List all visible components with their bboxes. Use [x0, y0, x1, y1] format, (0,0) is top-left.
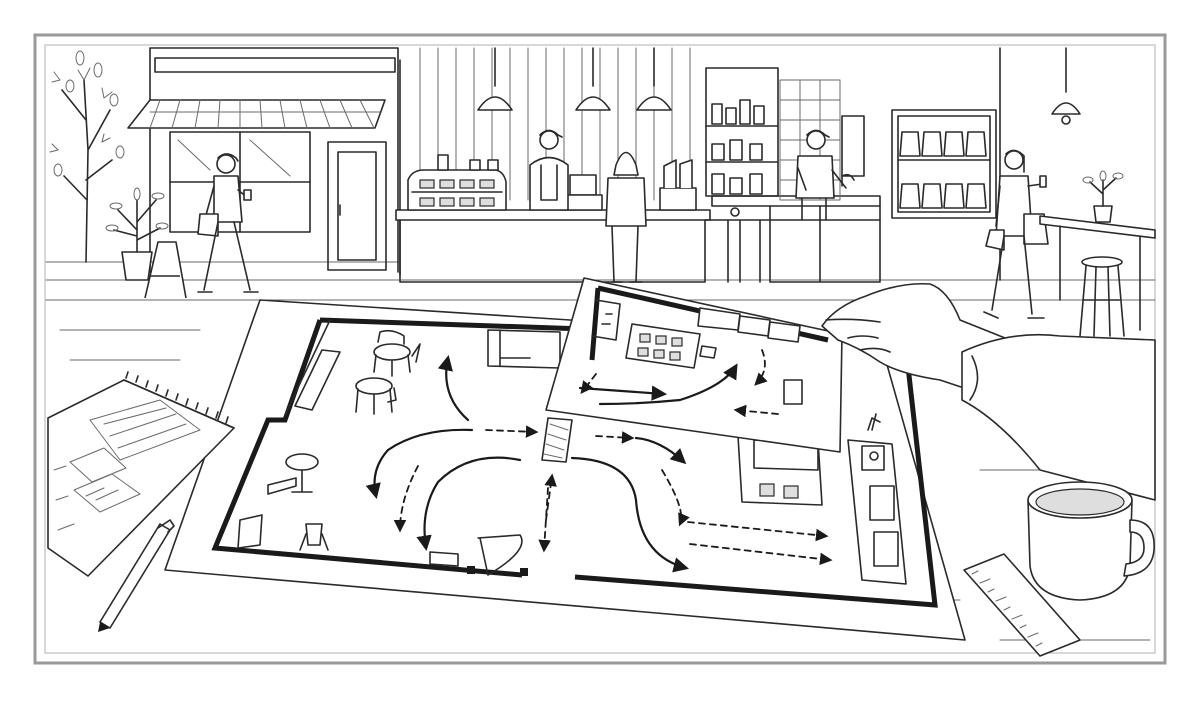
traffic-flow-arrows: [365, 354, 833, 573]
barista-at-register: [529, 129, 569, 211]
storefront: [127, 47, 401, 276]
person-walking-with-phone: [983, 149, 1049, 319]
potted-plant-outside: [105, 187, 169, 281]
hand-holding-card: [821, 282, 1156, 501]
coffee-mug-icon: [1027, 481, 1155, 601]
customer-at-counter: [605, 151, 647, 283]
window-bar-counter: [1039, 170, 1156, 337]
barista-at-sink: [795, 129, 855, 221]
cafe-tables: [237, 329, 459, 567]
pen-icon: [98, 519, 175, 632]
retail-shelf-coffee-bags: [891, 109, 997, 219]
sandwich-board-sign: [144, 241, 187, 299]
back-shelving: [705, 67, 865, 201]
detail-plan-card: [545, 277, 843, 453]
pendant-lamps: [477, 47, 1081, 125]
cafe-background-scene: [45, 47, 1156, 337]
ruler-icon: [963, 553, 1081, 657]
tree: [49, 50, 125, 263]
service-counter: [395, 154, 881, 283]
person-walking-with-coffee: [197, 153, 259, 293]
plan-counter-area: [737, 413, 907, 585]
notepad-icon: [47, 371, 235, 577]
